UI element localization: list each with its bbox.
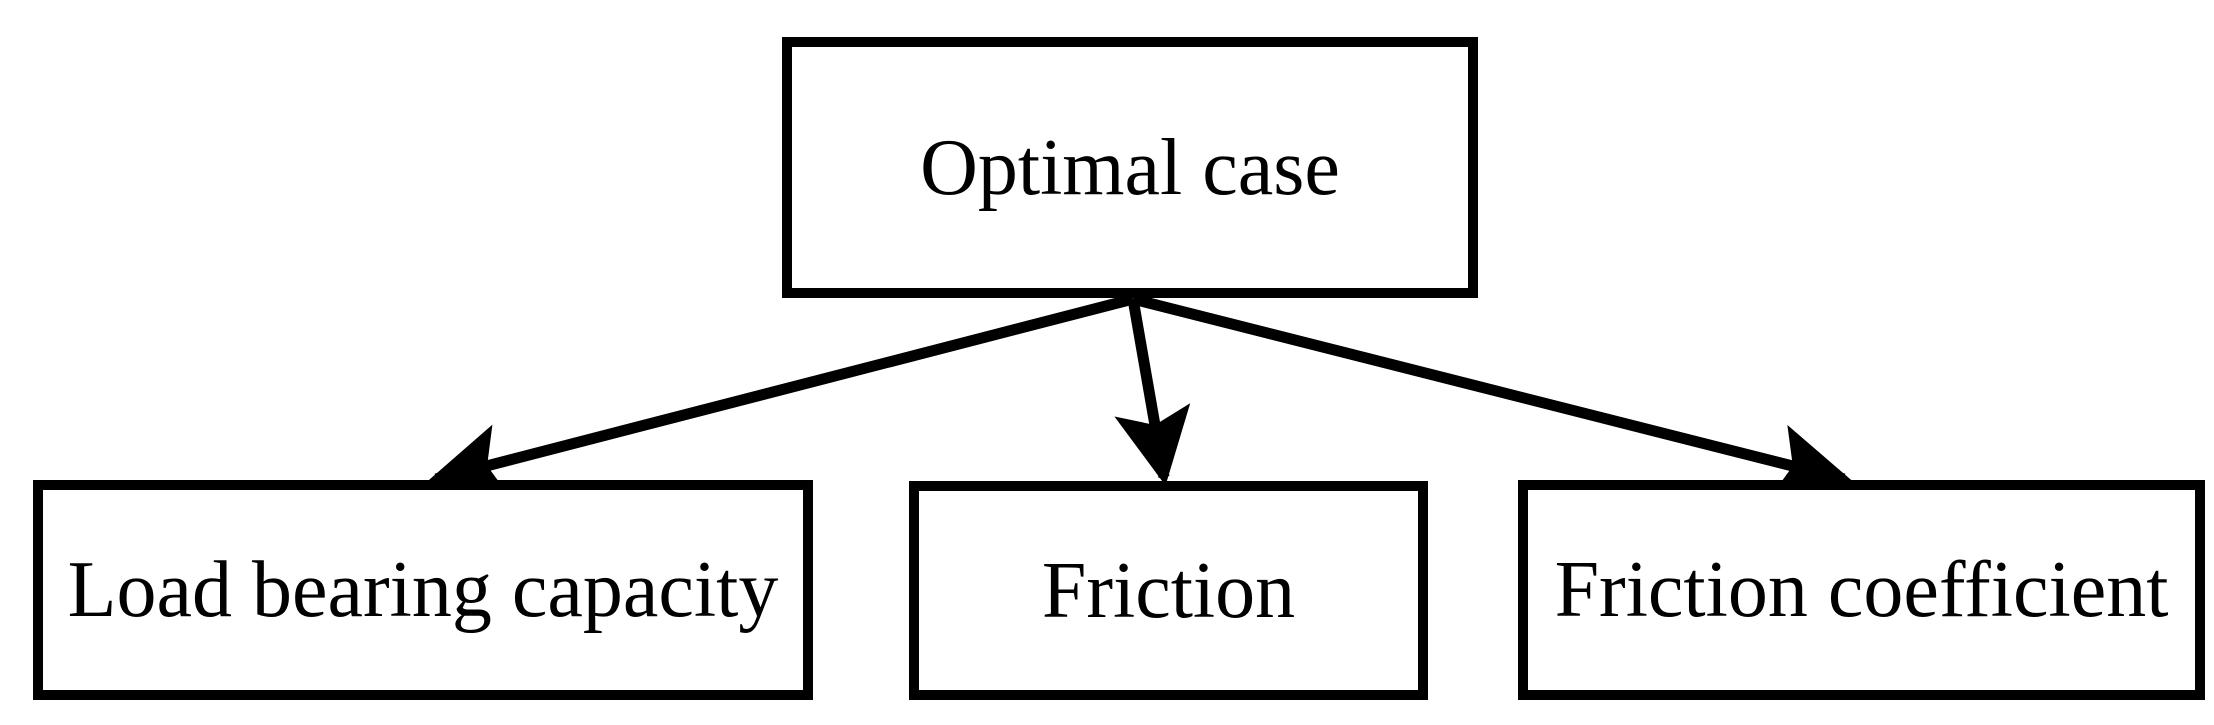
edge-root-to-friction-coefficient [1131, 293, 1853, 500]
node-friction-coefficient[interactable]: Friction coefficient [1518, 480, 2205, 700]
node-friction[interactable]: Friction [909, 481, 1428, 700]
node-load-bearing-capacity-label: Load bearing capacity [67, 546, 779, 634]
node-load-bearing-capacity[interactable]: Load bearing capacity [33, 480, 813, 700]
node-friction-label: Friction [1041, 546, 1296, 635]
edge-root-to-load-bearing-capacity [427, 293, 1135, 500]
edge-root-to-friction [1114, 298, 1191, 486]
node-optimal-case-label: Optimal case [920, 123, 1340, 212]
node-optimal-case[interactable]: Optimal case [782, 37, 1478, 298]
node-friction-coefficient-label: Friction coefficient [1554, 546, 2169, 634]
